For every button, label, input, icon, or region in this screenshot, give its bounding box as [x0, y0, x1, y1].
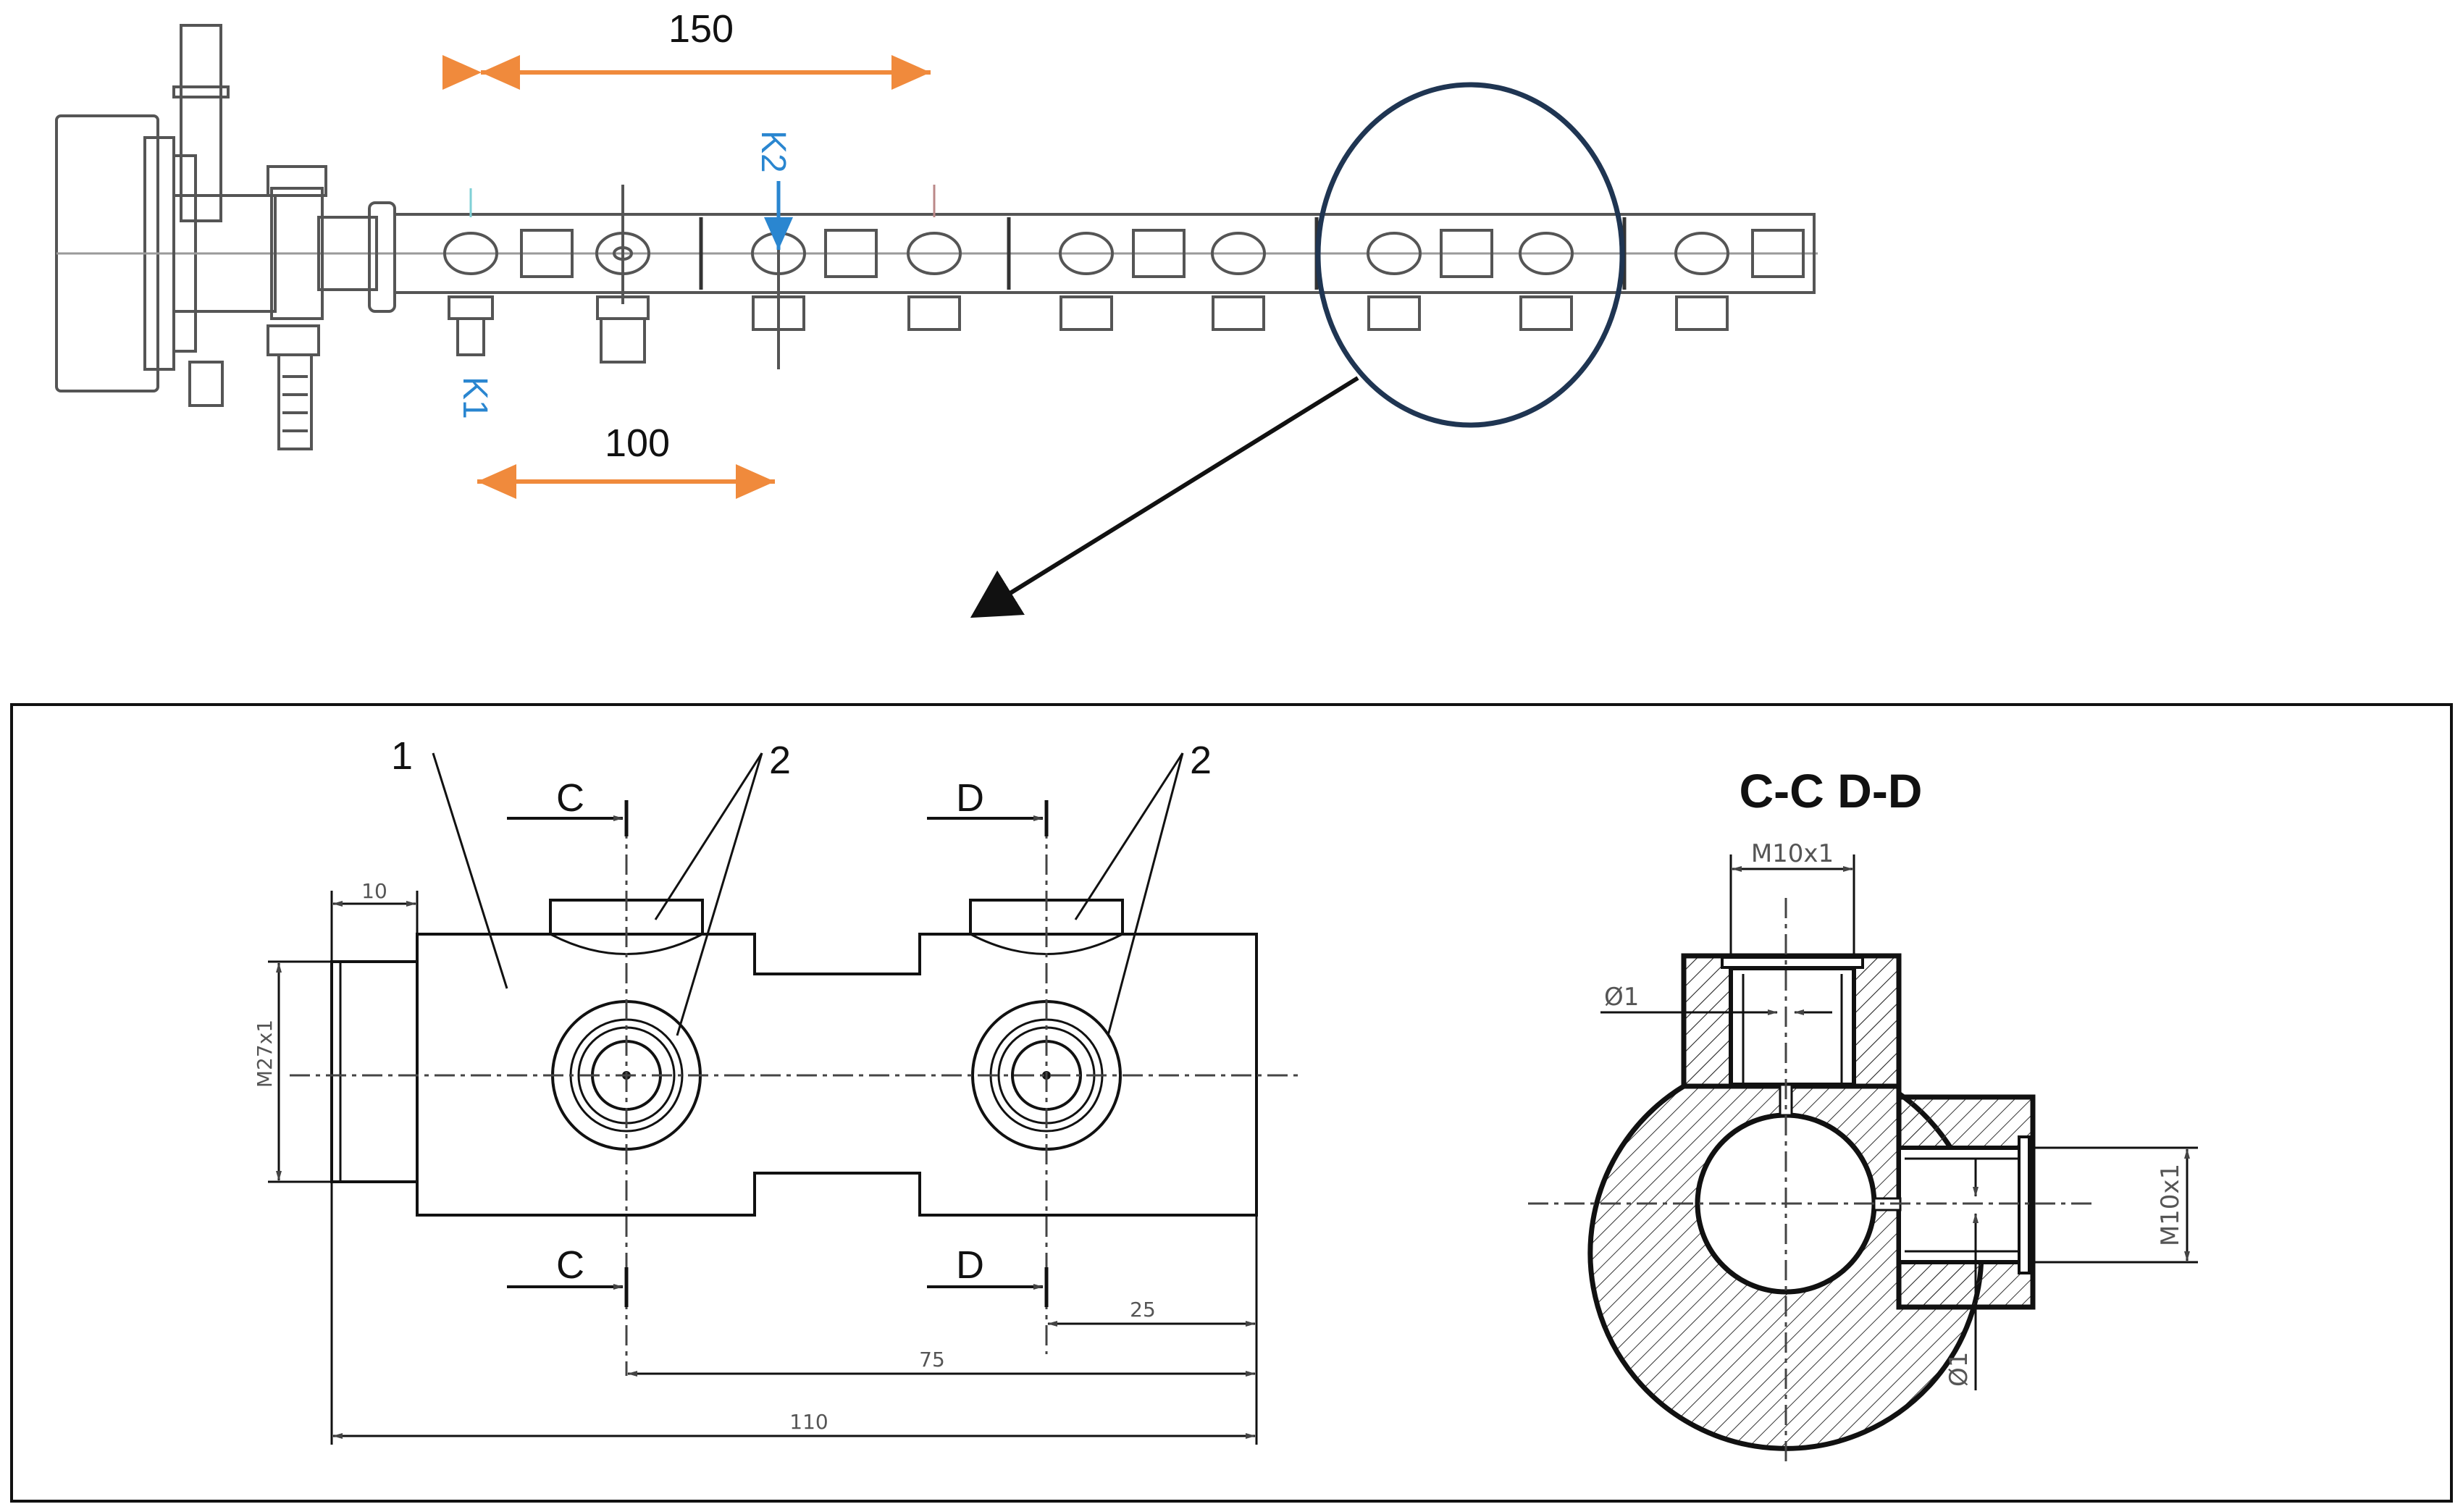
dim-m27-label: M27x1 — [253, 1020, 277, 1088]
fitting-row — [448, 295, 1729, 364]
section-view — [1528, 898, 2093, 1463]
overview-assembly — [55, 24, 1818, 450]
dimension-150-label: 150 — [668, 7, 734, 51]
k1-label: K1 — [456, 377, 494, 419]
dim-25-label: 25 — [1130, 1298, 1156, 1322]
dim-m10-right-label: M10x1 — [2156, 1164, 2185, 1246]
dimension-100-label: 100 — [605, 421, 670, 465]
detail-callout-circle — [1315, 82, 1625, 428]
leader-2-right-label: 2 — [1190, 739, 1212, 782]
k2-label: K2 — [754, 130, 792, 173]
dim-10-label: 10 — [361, 879, 387, 903]
dim-d1-left-label: Ø1 — [1604, 983, 1639, 1012]
dim-d1-bottom-label: Ø1 — [1944, 1352, 1973, 1387]
manifold-bar — [393, 213, 1816, 294]
section-d-top-label: D — [956, 776, 984, 820]
front-dimensions: 10 M27x1 25 75 110 — [253, 879, 1258, 1445]
vertical-stem — [180, 24, 222, 222]
section-c-top-label: C — [556, 776, 584, 820]
detail-leader-arrow — [970, 376, 1359, 618]
section-markers: C C D D — [507, 776, 1049, 1307]
thread-boss — [330, 960, 419, 1183]
block-front-view — [290, 818, 1304, 1376]
section-dimensions: M10x1 Ø1 M10x1 Ø1 — [1600, 839, 2198, 1390]
detail-frame — [10, 703, 2453, 1503]
section-c-bottom-label: C — [556, 1243, 584, 1287]
leader-1-label: 1 — [391, 734, 413, 778]
dim-75-label: 75 — [919, 1348, 945, 1372]
dim-110-label: 110 — [789, 1410, 828, 1434]
leader-lines: 1 2 2 — [391, 734, 1212, 1036]
section-d-bottom-label: D — [956, 1243, 984, 1287]
dim-m10-top-label: M10x1 — [1751, 839, 1834, 868]
leader-2-left-label: 2 — [769, 739, 791, 782]
section-title: C-C D-D — [1740, 764, 1923, 818]
